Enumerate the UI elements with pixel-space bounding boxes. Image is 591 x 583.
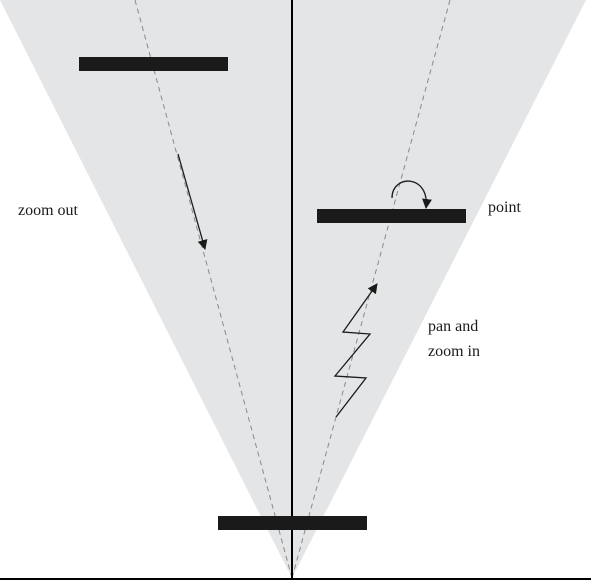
dashed-sight-line-left (134, 0, 293, 579)
label-pan-and: pan and (428, 318, 478, 335)
zoom-out-arrow (177, 153, 208, 250)
label-point: point (488, 199, 521, 216)
point-curved-arrow (391, 180, 433, 209)
label-zoom-out: zoom out (18, 202, 79, 219)
label-zoom-in: zoom in (428, 343, 480, 360)
bar-top-left (79, 57, 228, 71)
bar-bottom (218, 516, 367, 530)
bar-point (317, 209, 466, 223)
pan-zoom-zigzag-arrow (333, 283, 378, 418)
